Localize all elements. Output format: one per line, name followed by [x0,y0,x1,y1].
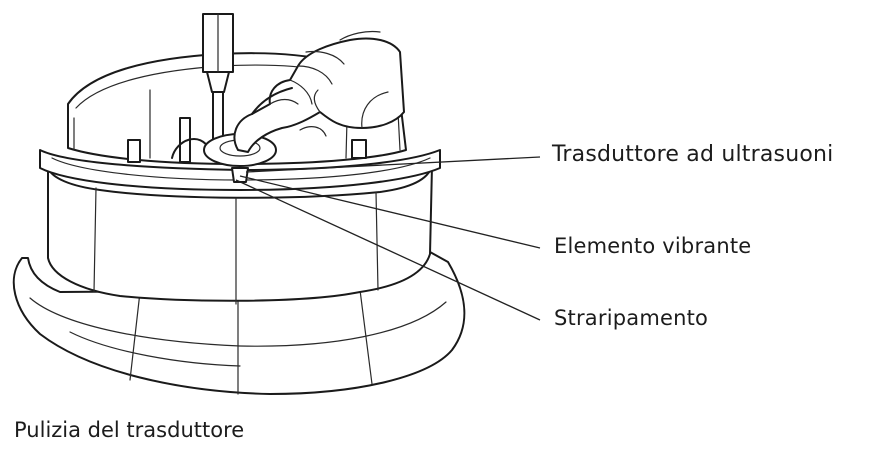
cleaning-hand [233,30,405,153]
callout-leaders [235,156,541,321]
label-overflow: Straripamento [554,306,709,330]
label-vibrating-element: Elemento vibrante [554,234,752,258]
figure-caption: Pulizia del trasduttore [14,418,245,442]
water-nozzle [202,13,234,153]
label-ultrasonic-transducer: Trasduttore ad ultrasuoni [552,142,834,167]
